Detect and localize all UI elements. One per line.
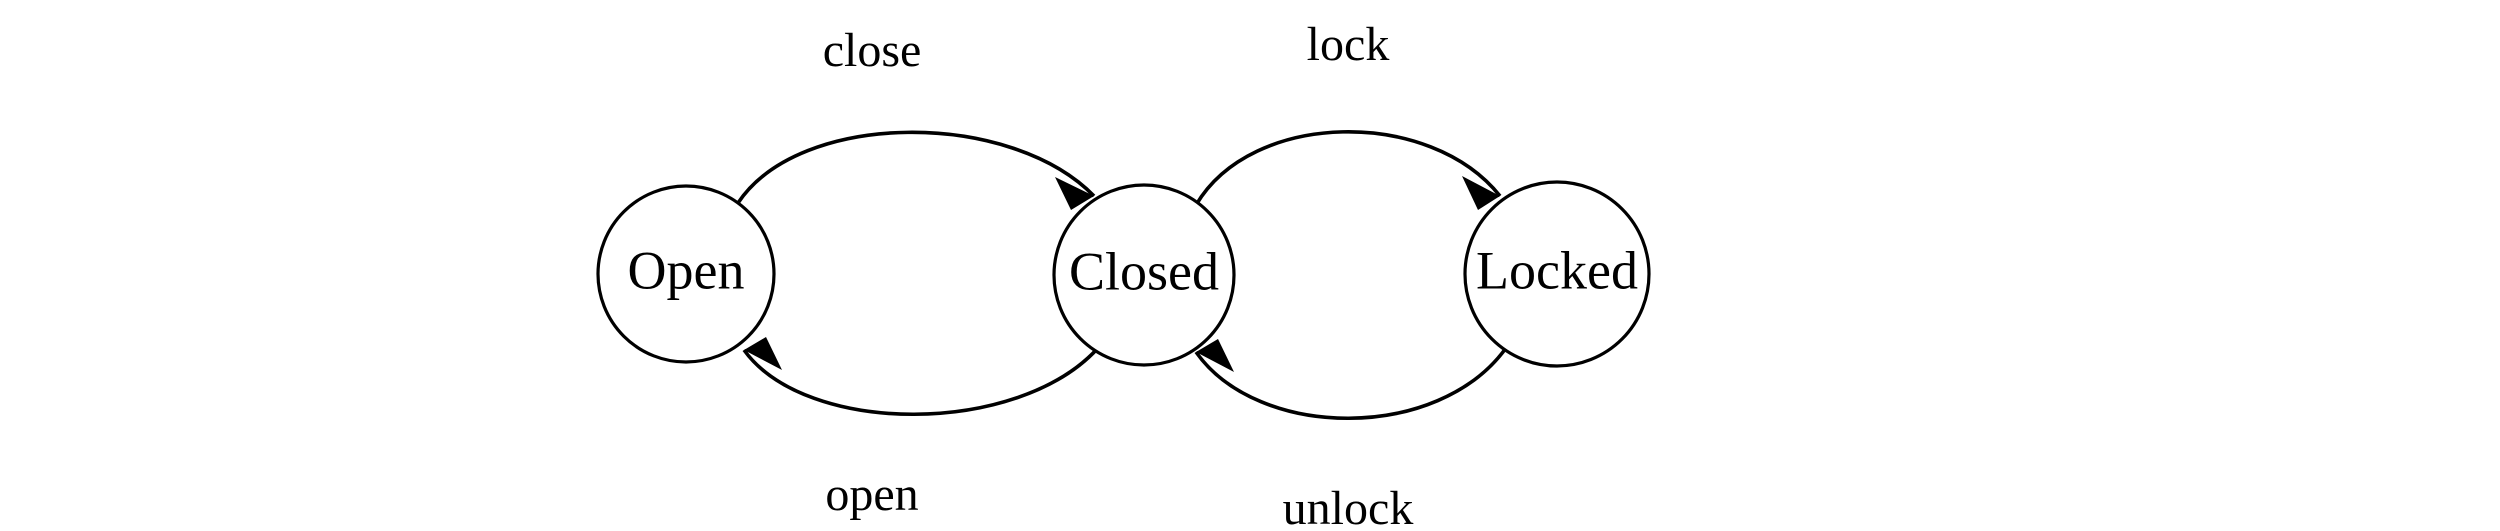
edge-lock-label: lock — [1307, 18, 1390, 71]
state-locked-circle — [1463, 180, 1651, 368]
edge-open-arrowhead — [744, 337, 782, 370]
edge-open[interactable]: open — [742, 337, 1100, 521]
edge-unlock-label: unlock — [1283, 482, 1414, 531]
edge-unlock-arrowhead — [1196, 339, 1234, 372]
state-node-closed[interactable]: Closed — [1052, 183, 1236, 367]
edge-unlock[interactable]: unlock — [1194, 339, 1508, 531]
edge-open-label: open — [825, 468, 918, 521]
state-closed-circle — [1052, 183, 1236, 367]
edge-lock-arrowhead — [1462, 176, 1500, 210]
state-node-open[interactable]: Open — [596, 184, 776, 364]
state-closed-label: Closed — [1069, 241, 1219, 301]
edge-close-arrowhead — [1055, 177, 1094, 210]
edge-open-path — [742, 346, 1100, 416]
edges-layer: close open lock unlock — [736, 18, 1508, 531]
state-open-circle — [596, 184, 776, 364]
state-open-label: Open — [628, 240, 745, 300]
edge-lock[interactable]: lock — [1194, 18, 1502, 210]
state-locked-label: Locked — [1476, 240, 1638, 300]
edge-close-path — [736, 130, 1096, 205]
edge-close-label: close — [823, 24, 922, 77]
nodes-layer: Open Closed Locked — [596, 180, 1651, 368]
edge-unlock-path — [1194, 346, 1508, 420]
edge-close[interactable]: close — [736, 24, 1096, 210]
edge-lock-path — [1194, 130, 1502, 206]
state-node-locked[interactable]: Locked — [1463, 180, 1651, 368]
